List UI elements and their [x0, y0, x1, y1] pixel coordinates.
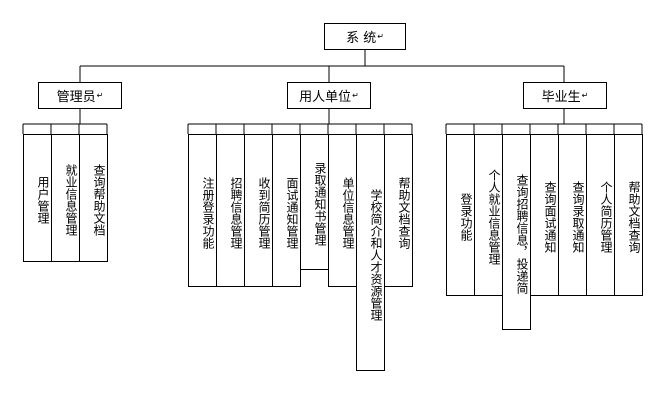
- category-employer-item-5: 单位信息管理: [328, 134, 357, 287]
- category-employer-item-2: 收到简历管理: [244, 134, 273, 287]
- category-graduate-item-5: 个人简历管理: [586, 134, 615, 296]
- category-employer-item-6-label: 学校简介和人才资源管理: [369, 188, 383, 321]
- category-employer-item-6: 学校简介和人才资源管理: [356, 134, 385, 371]
- category-employer-item-5-label: 单位信息管理: [341, 176, 355, 249]
- category-graduate: 毕业生↵: [523, 82, 607, 109]
- category-employer-item-7-label: 帮助文档查询: [397, 176, 411, 249]
- root-node-label: 系 统: [346, 31, 377, 46]
- category-graduate-item-6-label: 帮助文档查询: [627, 181, 641, 253]
- category-graduate-item-0-label: 登录功能: [459, 193, 473, 241]
- category-graduate-item-3-label: 查询面试通知: [543, 181, 557, 253]
- category-employer-item-0-label: 注册登录功能: [201, 176, 215, 249]
- category-graduate-item-1-label: 个人就业信息管理: [487, 169, 501, 265]
- category-employer-label: 用人单位: [299, 90, 352, 105]
- category-graduate-item-2: 查询招聘信息，投递简: [502, 134, 531, 330]
- category-employer-item-1: 招聘信息管理: [216, 134, 245, 287]
- category-graduate-item-6: 帮助文档查询: [614, 134, 643, 296]
- category-employer-item-3-label: 面试通知管理: [285, 176, 299, 249]
- category-employer-item-4: 录取通知书管理: [300, 134, 329, 270]
- category-admin-item-2-label: 查询帮助文档: [92, 164, 106, 236]
- return-mark-icon: ↵: [377, 32, 384, 41]
- category-employer-item-1-label: 招聘信息管理: [229, 176, 243, 249]
- root-node: 系 统↵: [324, 23, 406, 50]
- category-admin-item-2: 查询帮助文档: [79, 134, 108, 262]
- category-employer-item-7: 帮助文档查询: [384, 134, 413, 287]
- category-employer-item-4-label: 录取通知书管理: [313, 162, 327, 246]
- return-mark-icon: ↵: [352, 91, 359, 100]
- category-graduate-item-4: 查询录取通知: [558, 134, 587, 296]
- return-mark-icon: ↵: [96, 91, 104, 100]
- category-employer-item-0: 注册登录功能: [188, 134, 217, 287]
- category-graduate-item-3: 查询面试通知: [530, 134, 559, 296]
- category-admin-item-1-label: 就业信息管理: [64, 164, 78, 236]
- category-graduate-label: 毕业生: [541, 90, 581, 105]
- category-graduate-item-5-label: 个人简历管理: [599, 181, 613, 253]
- category-graduate-item-0: 登录功能: [446, 134, 475, 296]
- category-employer: 用人单位↵: [287, 82, 371, 109]
- category-admin-item-0: 用户管理: [23, 134, 52, 262]
- category-graduate-item-4-label: 查询录取通知: [571, 181, 585, 253]
- category-admin-item-0-label: 用户管理: [36, 176, 50, 224]
- return-mark-icon: ↵: [581, 91, 589, 100]
- category-admin-label: 管理员: [56, 90, 96, 105]
- category-admin-item-1: 就业信息管理: [51, 134, 80, 262]
- category-admin: 管理员↵: [38, 82, 122, 109]
- category-employer-item-3: 面试通知管理: [272, 134, 301, 287]
- category-employer-item-2-label: 收到简历管理: [257, 176, 271, 249]
- category-graduate-item-2-label: 查询招聘信息，投递简: [515, 174, 529, 294]
- category-graduate-item-1: 个人就业信息管理: [474, 134, 503, 296]
